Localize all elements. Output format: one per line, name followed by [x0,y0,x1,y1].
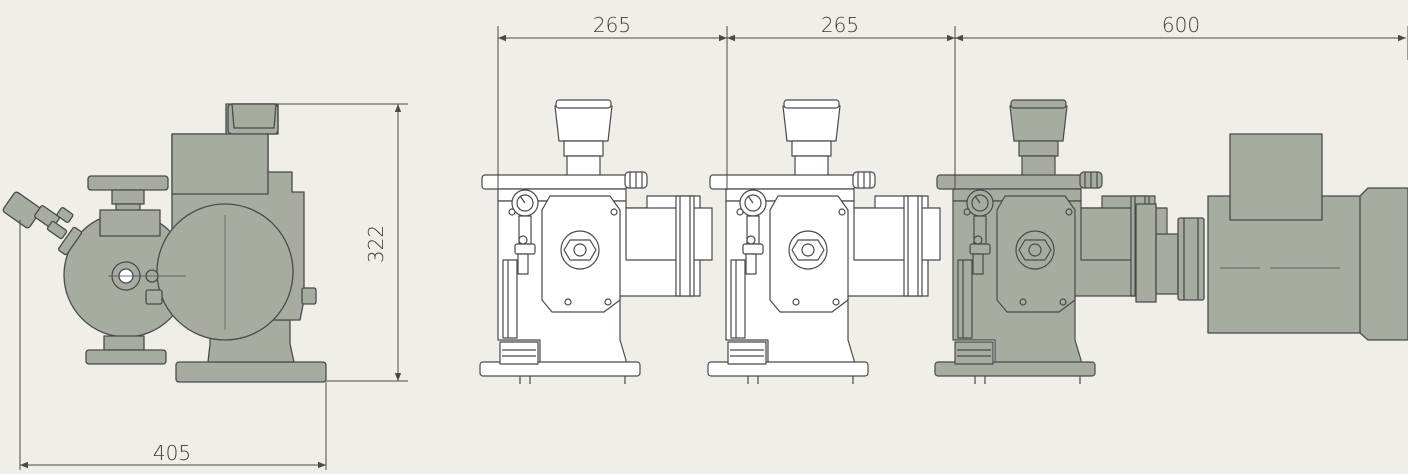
motor [1135,133,1408,341]
dimension-lines [19,26,1408,470]
dimension-label-motor: 600 [1162,13,1200,37]
dimension-label-pitch-2: 265 [821,13,859,37]
side-view [2,103,327,383]
pump-head-2 [707,99,941,385]
dimension-label-width: 405 [153,441,191,465]
pump-head-1 [479,99,713,385]
pump-head-3 [934,99,1168,385]
dimension-label-height: 322 [364,225,388,263]
dimension-label-pitch-1: 265 [593,13,631,37]
